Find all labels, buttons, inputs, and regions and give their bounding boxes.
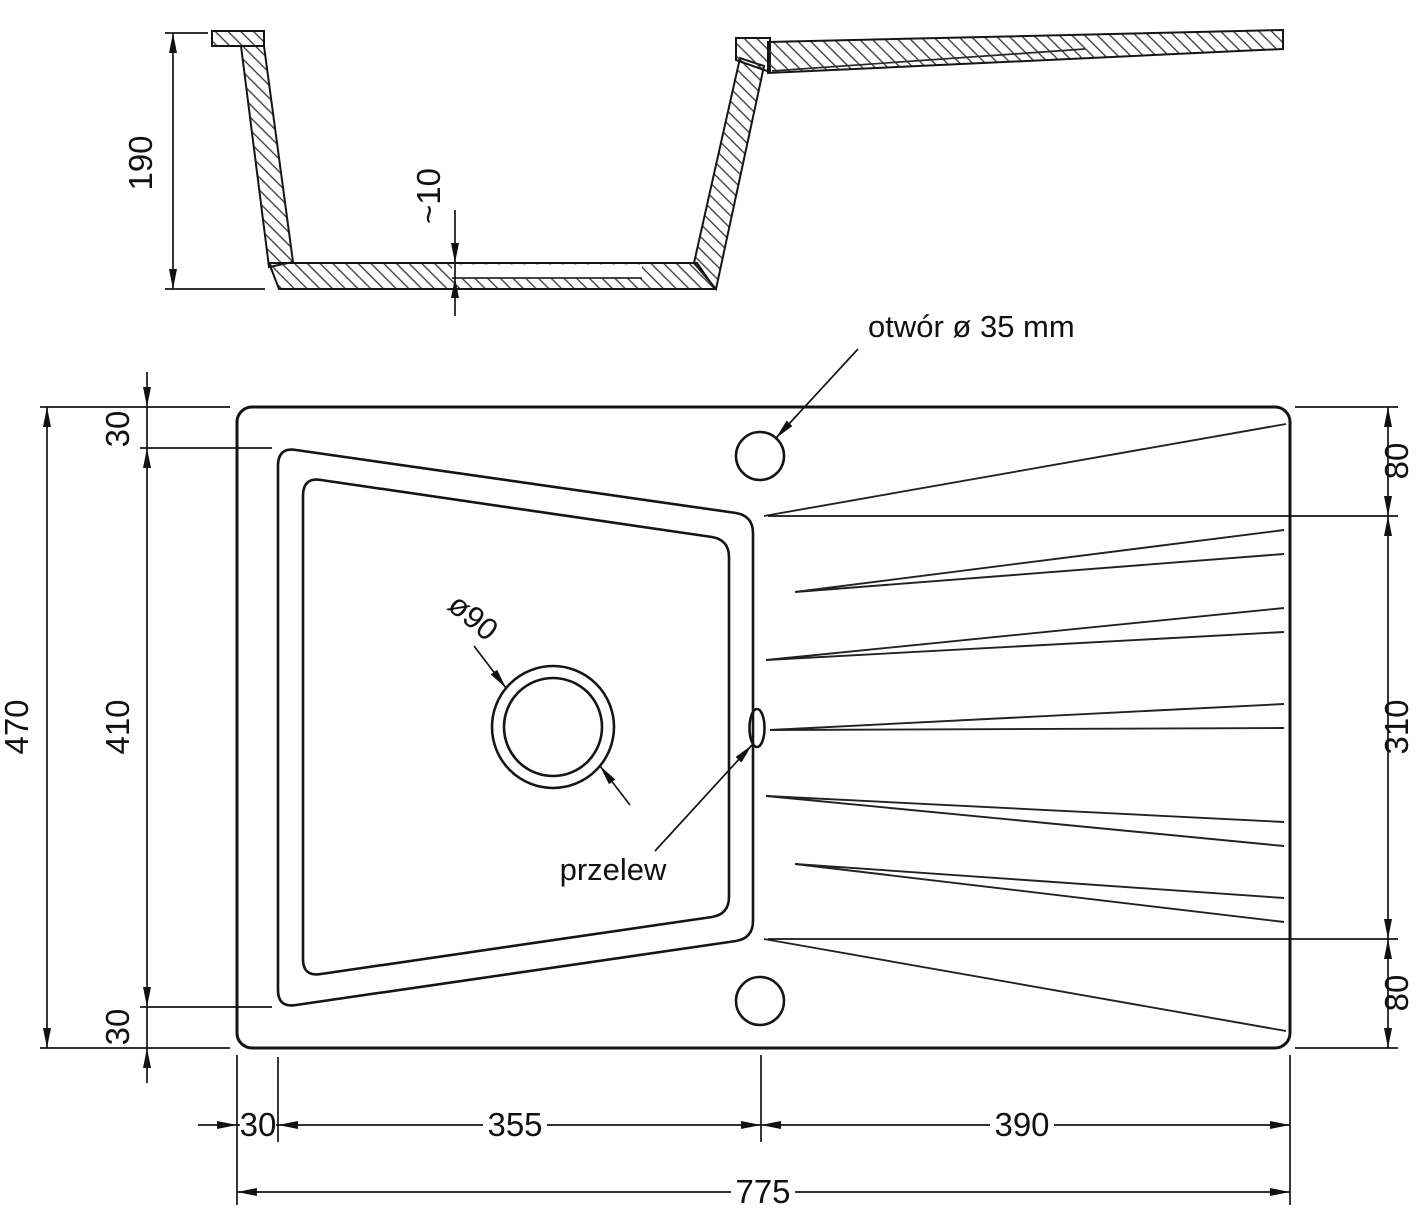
drain-outer-circle [490,664,616,790]
label-backdrop [731,1174,795,1210]
tap-hole-bottom [734,975,786,1027]
dimension-bottom-10: ~10 [410,168,459,316]
basin-flange-left [211,30,265,47]
dim-390-label: 390 [994,1106,1049,1143]
dim-80-bottom-label: 80 [1378,975,1415,1012]
dimensions-right: 80 310 80 [768,406,1415,1049]
overflow-slot [748,707,766,749]
dimensions-bottom: 30 355 390 775 [198,1055,1291,1210]
drainboard [763,423,1287,1032]
plan-view: otwór ø 35 mm ø90 przelew 470 30 410 30 [0,309,1415,1210]
dim-30-bottom-label: 30 [99,1009,136,1046]
dim-30-width-label: 30 [240,1106,277,1143]
basin-wall-left [239,45,295,269]
dim-410-label: 410 [99,699,136,754]
drainboard-groove [794,863,1285,923]
dim-355-label: 355 [487,1106,542,1143]
basin-wall-right [692,56,766,292]
dim-80-top-label: 80 [1378,443,1415,480]
drainboard-groove [765,795,1285,847]
drain-arrow [473,645,507,689]
drainboard-groove [794,529,1285,593]
label-backdrop [240,1107,276,1143]
dim-775-label: 775 [735,1173,790,1210]
hole-leader-line [775,348,859,439]
hole-label: otwór ø 35 mm [868,309,1075,344]
drainboard-underline [771,48,1086,72]
dim-310-label: 310 [1378,699,1415,754]
dim-190-label: 190 [122,135,159,190]
overflow-label: przelew [560,852,667,887]
overflow-leader-line [654,744,753,852]
drainboard-corner-ray [763,938,1287,1032]
drain-inner-circle [502,676,604,778]
drainboard-corner-ray [763,423,1287,517]
label-backdrop [483,1107,547,1143]
basin-rim-outer [276,448,755,1007]
label-backdrop [990,1107,1054,1143]
drainboard-groove [769,703,1285,731]
tap-hole-top [734,430,786,482]
basin-bottom-recess [452,264,642,278]
cross-section-view: 190 ~10 [122,28,1284,316]
dim-470-label: 470 [0,699,35,754]
dim-30-top-label: 30 [99,411,136,448]
dimensions-left: 470 30 410 30 [0,372,272,1083]
dim-10-label: ~10 [410,168,447,224]
drain-arrow [599,765,631,806]
drainboard-groove [765,607,1285,661]
dimension-depth-190: 190 [122,32,265,290]
callouts: otwór ø 35 mm ø90 przelew [442,309,1075,887]
basin-rim-inner [301,478,731,976]
